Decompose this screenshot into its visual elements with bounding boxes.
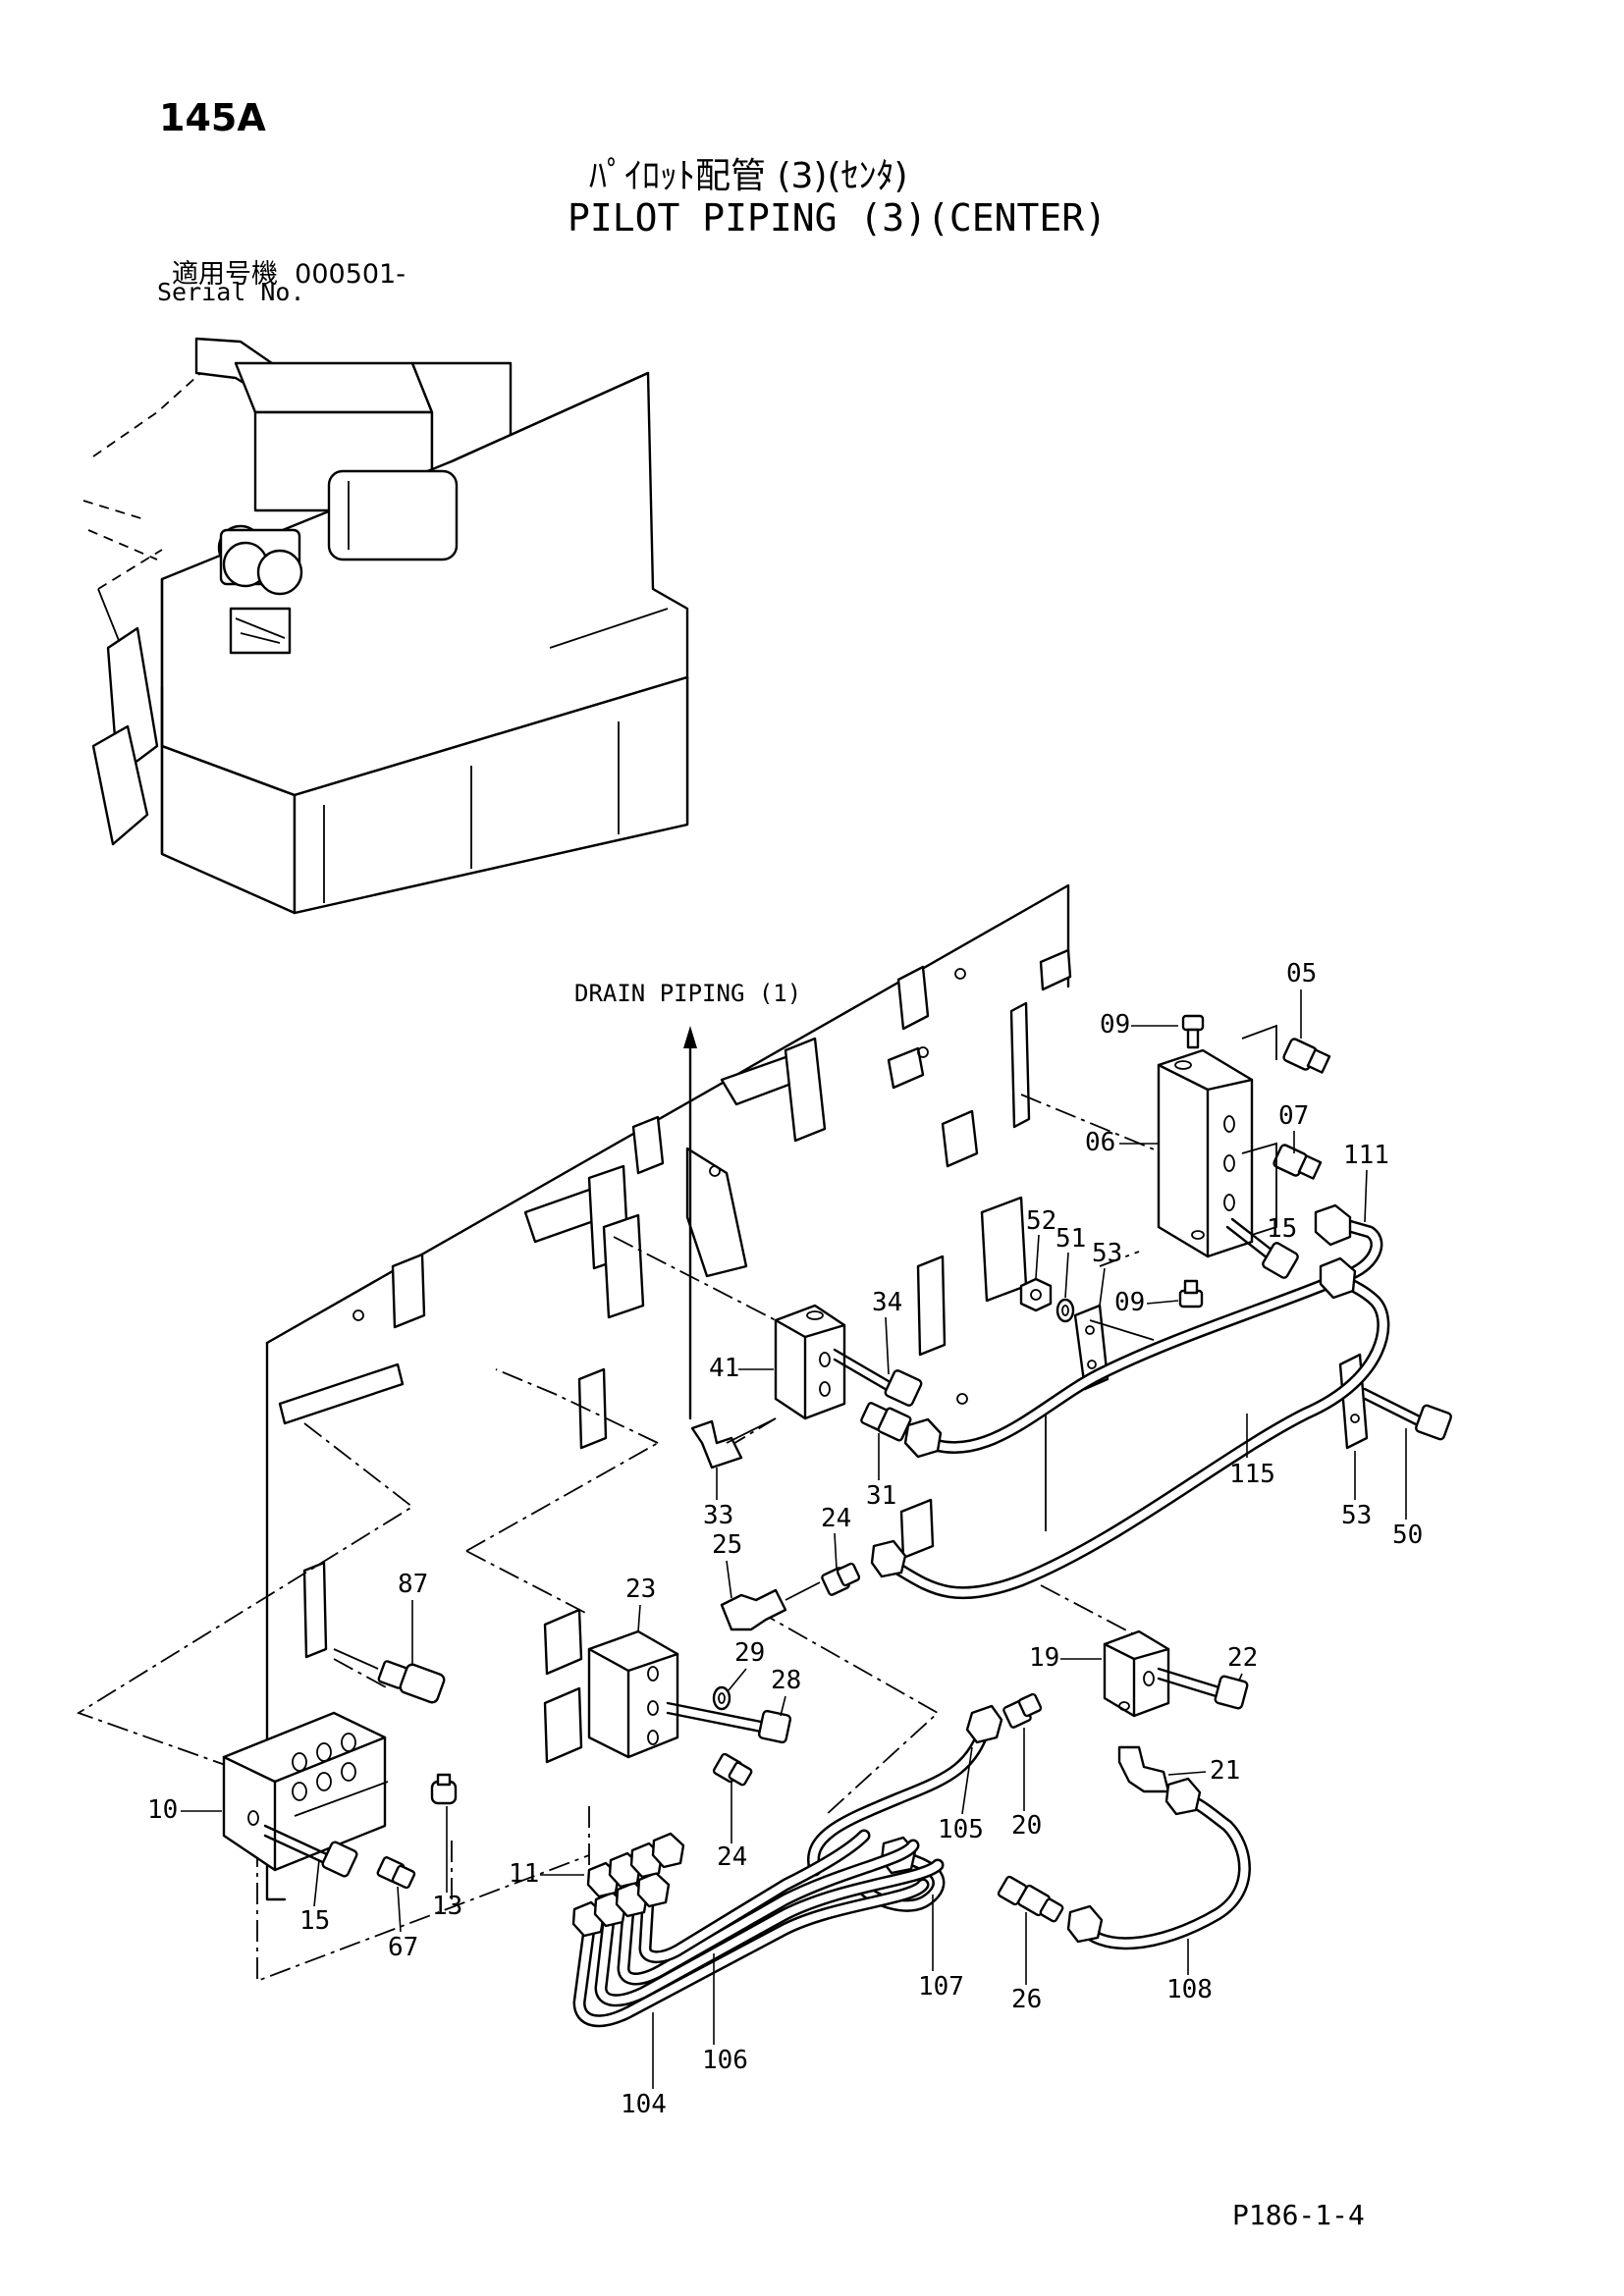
fitting-24-upper	[821, 1562, 861, 1596]
plug-09-top	[1181, 1014, 1205, 1049]
callout-31: 31	[866, 1481, 896, 1511]
callout-87: 87	[398, 1570, 428, 1599]
phantom-lines	[76, 1094, 1164, 1983]
callout-09-lower: 09	[1114, 1288, 1145, 1317]
title-japanese: ﾊﾟｲﾛｯﾄ配管 (3)(ｾﾝﾀ)	[589, 156, 908, 196]
callout-11: 11	[509, 1859, 539, 1889]
callout-111: 111	[1343, 1141, 1389, 1170]
bolt-28	[666, 1701, 792, 1744]
callout-06: 06	[1085, 1128, 1115, 1157]
bolt-50	[1363, 1387, 1452, 1441]
callout-22: 22	[1227, 1643, 1258, 1673]
plug-09-bottom	[1178, 1279, 1204, 1308]
callout-19: 19	[1029, 1643, 1059, 1673]
callout-07: 07	[1278, 1101, 1309, 1131]
callout-105: 105	[938, 1815, 984, 1844]
drain-piping-arrow	[683, 1026, 697, 1420]
callout-106: 106	[702, 2046, 748, 2075]
callout-107: 107	[918, 1972, 964, 2002]
callout-50: 50	[1392, 1521, 1423, 1550]
block-06	[1157, 1048, 1254, 1258]
serial-label-english: Serial No.	[157, 278, 305, 306]
callout-52: 52	[1026, 1206, 1056, 1236]
callout-33: 33	[703, 1501, 733, 1530]
mounting-panel	[265, 883, 1072, 1901]
callout-15-lower: 15	[299, 1906, 330, 1936]
block-19	[1103, 1629, 1170, 1718]
block-10	[222, 1711, 389, 1872]
elbow-33	[690, 1417, 777, 1469]
pipe-nut-111-a	[1314, 1203, 1352, 1247]
drain-piping-reference: DRAIN PIPING (1)	[574, 980, 801, 1007]
callout-53-upper: 53	[1092, 1239, 1122, 1268]
callout-51: 51	[1056, 1224, 1086, 1254]
pipe-115	[877, 1269, 1390, 1600]
callout-28: 28	[771, 1666, 801, 1695]
pipe-108	[1066, 1777, 1251, 1950]
fitting-20	[1002, 1692, 1043, 1729]
footer-code: P186-1-4	[1232, 2199, 1365, 2231]
title-english: PILOT PIPING (3)(CENTER)	[568, 196, 1108, 240]
fitting-24-lower	[712, 1752, 753, 1787]
fittings-11	[571, 1832, 685, 1938]
callout-09-upper: 09	[1100, 1010, 1130, 1040]
callout-29: 29	[734, 1638, 765, 1668]
pipe-nut-115-a	[903, 1417, 943, 1459]
bolt-22	[1157, 1667, 1249, 1710]
bolt-34	[833, 1348, 923, 1407]
pipe-nut-115-b	[870, 1539, 907, 1578]
sensor-87	[333, 1648, 446, 1704]
callout-20: 20	[1011, 1811, 1042, 1841]
fitting-67	[376, 1856, 416, 1890]
callout-34: 34	[872, 1288, 902, 1317]
callout-115: 115	[1229, 1460, 1275, 1489]
elbow-25	[720, 1581, 821, 1631]
callout-26: 26	[1011, 1985, 1042, 2014]
bolt-15-lower	[263, 1824, 358, 1878]
callout-67: 67	[388, 1933, 418, 1962]
page-number: 145A	[159, 96, 266, 139]
washer-51	[1056, 1298, 1075, 1323]
fitting-31	[860, 1402, 912, 1442]
washer-29	[712, 1685, 731, 1711]
nut-52	[1019, 1277, 1053, 1312]
block-41	[774, 1304, 846, 1420]
block-23	[587, 1629, 679, 1759]
fitting-05	[1241, 1024, 1331, 1074]
callout-53-lower: 53	[1341, 1501, 1372, 1530]
fitting-07	[1241, 1142, 1323, 1236]
callout-15-upper: 15	[1267, 1214, 1297, 1244]
callout-labels: 05 09 07 06 111 15 52 51 53 09 34 41 115…	[147, 959, 1423, 2119]
callout-21: 21	[1210, 1756, 1240, 1786]
callout-05: 05	[1286, 959, 1317, 988]
callout-108: 108	[1166, 1975, 1213, 2004]
callout-104: 104	[621, 2090, 667, 2119]
callout-41: 41	[709, 1354, 739, 1383]
plug-13	[430, 1773, 458, 1805]
machine-overview-illustration	[82, 337, 689, 915]
bolt-15-upper	[1225, 1217, 1299, 1279]
callout-23: 23	[625, 1575, 656, 1604]
callout-10: 10	[147, 1795, 178, 1825]
union-26	[997, 1875, 1064, 1923]
callout-24-lower: 24	[717, 1842, 747, 1872]
serial-label-japanese: 適用号機 000501-	[172, 259, 406, 290]
callout-25: 25	[712, 1530, 742, 1560]
elbow-21	[1117, 1745, 1170, 1793]
pipe-nut-111-b	[1319, 1256, 1357, 1300]
pipe-bundle-104-106	[572, 1829, 945, 2028]
callout-24-upper: 24	[821, 1504, 851, 1533]
pipe-111	[911, 1215, 1383, 1455]
callout-13: 13	[432, 1892, 462, 1921]
